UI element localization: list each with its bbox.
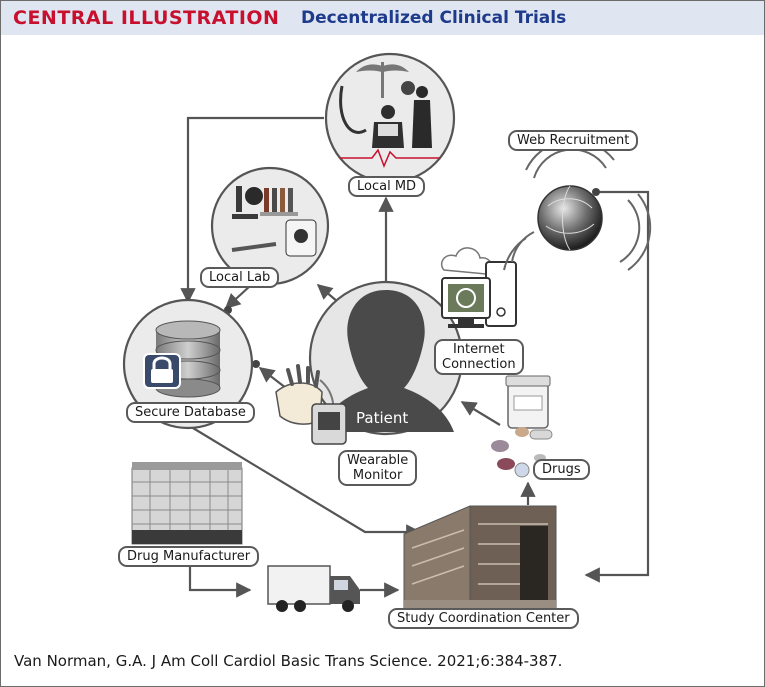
arrow-manufacturer-to-truck (188, 563, 252, 598)
internet-label-line2: Connection (442, 357, 516, 372)
cloud-icon (440, 247, 493, 275)
citation-text: Van Norman, G.A. J Am Coll Cardiol Basic… (14, 652, 563, 670)
stethoscope-icon (339, 85, 367, 134)
wearable-monitor-icon (275, 364, 347, 445)
connector-arrows (180, 116, 650, 598)
study-coordination-center-label: Study Coordination Center (388, 608, 579, 629)
local-lab-node (210, 166, 330, 286)
secure-database-label: Secure Database (126, 402, 255, 423)
internet-connection-label: Internet Connection (434, 339, 524, 375)
drugs-icon (491, 375, 553, 478)
padlock-icon (143, 353, 181, 389)
internet-label-line1: Internet (452, 342, 505, 357)
drugs-label: Drugs (533, 459, 590, 480)
drug-manufacturer-building-icon (131, 462, 243, 545)
patient-node (308, 280, 464, 436)
caduceus-icon (356, 62, 409, 98)
header-title: CENTRAL ILLUSTRATION (13, 7, 280, 29)
lab-analyzer-icon (285, 219, 317, 257)
wearable-label-line2: Monitor (352, 468, 403, 483)
local-md-label: Local MD (348, 176, 426, 197)
heartbeat-line-icon (340, 148, 440, 169)
patient-seated-icon (372, 105, 404, 148)
doctor-figure-icon (412, 86, 432, 148)
secure-database-node (122, 298, 254, 430)
computer-icon (440, 247, 517, 328)
wearable-monitor-label: Wearable Monitor (338, 450, 418, 486)
syringe-icon (231, 242, 277, 252)
delivery-truck-icon (267, 565, 360, 612)
drug-manufacturer-label: Drug Manufacturer (118, 546, 260, 567)
header-bar: CENTRAL ILLUSTRATION Decentralized Clini… (1, 1, 764, 35)
patient-label: Patient (356, 409, 409, 427)
microscope-icon (232, 186, 263, 219)
wearable-label-line1: Wearable (347, 453, 409, 468)
globe-icon (537, 185, 603, 251)
arrow-database-to-center (187, 424, 422, 540)
test-tubes-icon (260, 188, 298, 216)
study-center-building-icon (403, 505, 557, 609)
local-md-node (324, 52, 456, 184)
web-globe-node (503, 139, 652, 271)
header-subtitle: Decentralized Clinical Trials (301, 8, 567, 28)
diagram-canvas (122, 52, 652, 612)
patient-silhouette-icon (318, 290, 454, 432)
arrow-drugs-to-patient (460, 401, 501, 426)
arrow-monitor-to-database (258, 367, 287, 389)
web-recruitment-label: Web Recruitment (508, 130, 639, 151)
arrow-md-to-database (180, 116, 324, 304)
arrow-lab-to-database (224, 285, 251, 310)
arrow-web-to-center (584, 190, 650, 583)
local-lab-label: Local Lab (200, 267, 280, 288)
